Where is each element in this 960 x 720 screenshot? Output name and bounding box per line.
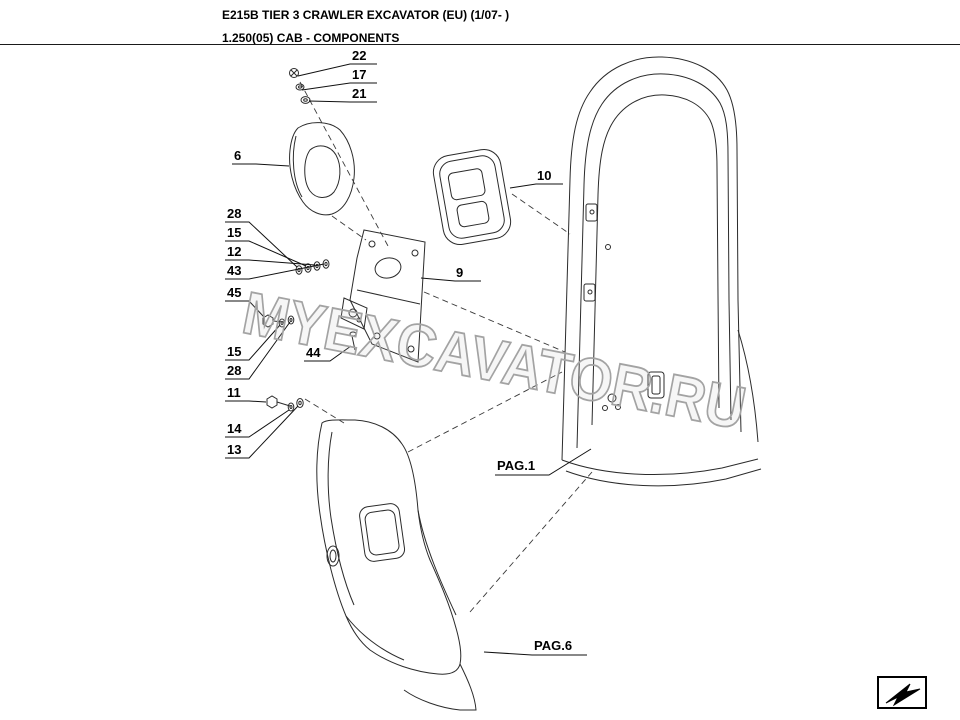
- cab-frame: [561, 56, 762, 487]
- construction-lines: [299, 81, 593, 613]
- part-cover: [289, 122, 355, 216]
- callout-17[interactable]: 17: [352, 67, 367, 82]
- callout-21[interactable]: 21: [352, 86, 367, 101]
- next-page-flag-icon: [885, 683, 921, 706]
- callout-6[interactable]: 6: [234, 148, 242, 163]
- callout-9[interactable]: 9: [456, 265, 464, 280]
- callout-14[interactable]: 14: [227, 421, 242, 436]
- page-ref-pag6[interactable]: PAG.6: [534, 638, 573, 653]
- part-pad: [432, 148, 512, 246]
- page-ref-pag1[interactable]: PAG.1: [497, 458, 536, 473]
- callout-11[interactable]: 11: [227, 385, 241, 400]
- fasteners-lower: [266, 395, 304, 412]
- callout-28-lower[interactable]: 28: [227, 363, 242, 378]
- callout-13[interactable]: 13: [227, 442, 242, 457]
- header-divider: [0, 44, 960, 45]
- page-nav-box[interactable]: [877, 676, 927, 709]
- callout-28-upper[interactable]: 28: [227, 206, 242, 221]
- callout-15-lower[interactable]: 15: [227, 344, 242, 359]
- callout-12[interactable]: 12: [227, 244, 242, 259]
- callout-15-upper[interactable]: 15: [227, 225, 242, 240]
- part-plate: [340, 229, 426, 363]
- leader-lines: [225, 63, 592, 656]
- doc-subtitle: 1.250(05) CAB - COMPONENTS: [222, 31, 400, 45]
- callout-10[interactable]: 10: [537, 168, 552, 183]
- callout-22[interactable]: 22: [352, 48, 367, 63]
- header: E215B TIER 3 CRAWLER EXCAVATOR (EU) (1/0…: [222, 8, 509, 45]
- callout-44[interactable]: 44: [306, 345, 321, 360]
- doc-title: E215B TIER 3 CRAWLER EXCAVATOR (EU) (1/0…: [222, 8, 510, 22]
- callout-45[interactable]: 45: [227, 285, 242, 300]
- callout-43[interactable]: 43: [227, 263, 242, 278]
- door-panel: [316, 419, 477, 711]
